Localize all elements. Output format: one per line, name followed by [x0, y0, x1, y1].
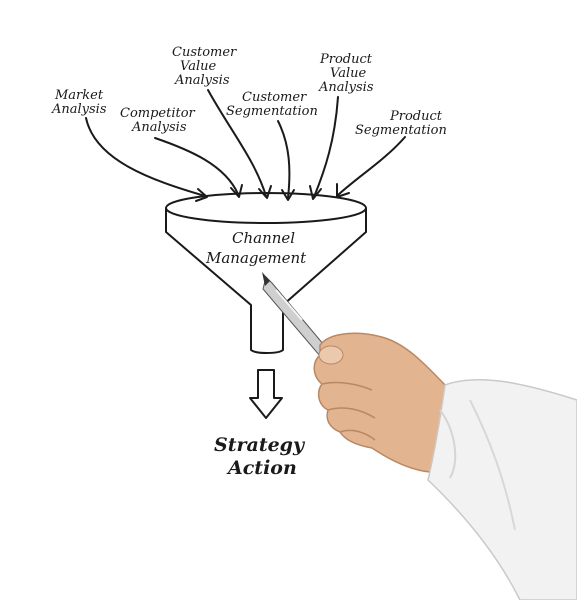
- arrowhead: [258, 185, 272, 199]
- hand-with-pen-image: [262, 272, 577, 600]
- output-label-line: Strategy: [214, 434, 306, 456]
- input-label-customer-value-analysis: Customer Value Analysis: [172, 45, 237, 88]
- input-label-line: Customer: [242, 90, 307, 105]
- arrow-product-value-analysis: [313, 96, 339, 198]
- input-label-line: Product: [319, 52, 373, 67]
- input-label-line: Segmentation: [226, 104, 318, 119]
- input-label-market-analysis: Market Analysis: [51, 88, 107, 117]
- input-label-line: Market: [54, 88, 104, 103]
- arrow-product-segmentation: [337, 136, 406, 196]
- input-label-competitor-analysis: Competitor Analysis: [120, 106, 196, 135]
- arrow-competitor-analysis: [154, 137, 239, 195]
- output-label: Strategy Action: [214, 434, 306, 479]
- funnel: Channel Management: [165, 192, 367, 354]
- sleeve-fold: [469, 399, 516, 531]
- cuff-edge: [439, 409, 457, 479]
- input-label-line: Analysis: [318, 80, 374, 95]
- input-label-line: Analysis: [51, 102, 107, 117]
- pen-highlight: [275, 289, 303, 321]
- input-arrows: [85, 89, 406, 202]
- down-arrow-icon: [249, 369, 283, 419]
- arrow-customer-segmentation: [277, 120, 291, 199]
- input-label-product-segmentation: Product Segmentation: [355, 109, 447, 138]
- input-label-line: Competitor: [120, 106, 196, 121]
- arrow-customer-value-analysis: [207, 89, 267, 197]
- input-label-line: Value: [180, 59, 216, 74]
- finger-line: [321, 381, 373, 391]
- funnel-body: [165, 207, 367, 354]
- input-label-line: Value: [330, 66, 366, 81]
- pen-tip: [262, 272, 270, 286]
- finger-line: [327, 407, 376, 419]
- input-label-customer-segmentation: Customer Segmentation: [226, 90, 318, 119]
- output-label-line: Action: [226, 457, 297, 479]
- input-label-product-value-analysis: Product Value Analysis: [318, 52, 374, 95]
- input-label-line: Product: [389, 109, 443, 124]
- hand-icon: [313, 332, 471, 473]
- input-label-line: Analysis: [174, 73, 230, 88]
- funnel-label-line: Management: [205, 249, 307, 267]
- finger-line: [339, 429, 376, 441]
- thumbnail: [318, 345, 344, 365]
- arrowhead: [195, 188, 208, 202]
- input-label-line: Segmentation: [355, 123, 447, 138]
- input-label-line: Analysis: [131, 120, 187, 135]
- arrow-market-analysis: [85, 117, 206, 197]
- funnel-label-line: Channel: [232, 229, 295, 247]
- arrowhead: [309, 185, 322, 200]
- shirt-sleeve: [427, 379, 577, 600]
- input-label-line: Customer: [172, 45, 237, 60]
- arrowhead: [230, 184, 243, 198]
